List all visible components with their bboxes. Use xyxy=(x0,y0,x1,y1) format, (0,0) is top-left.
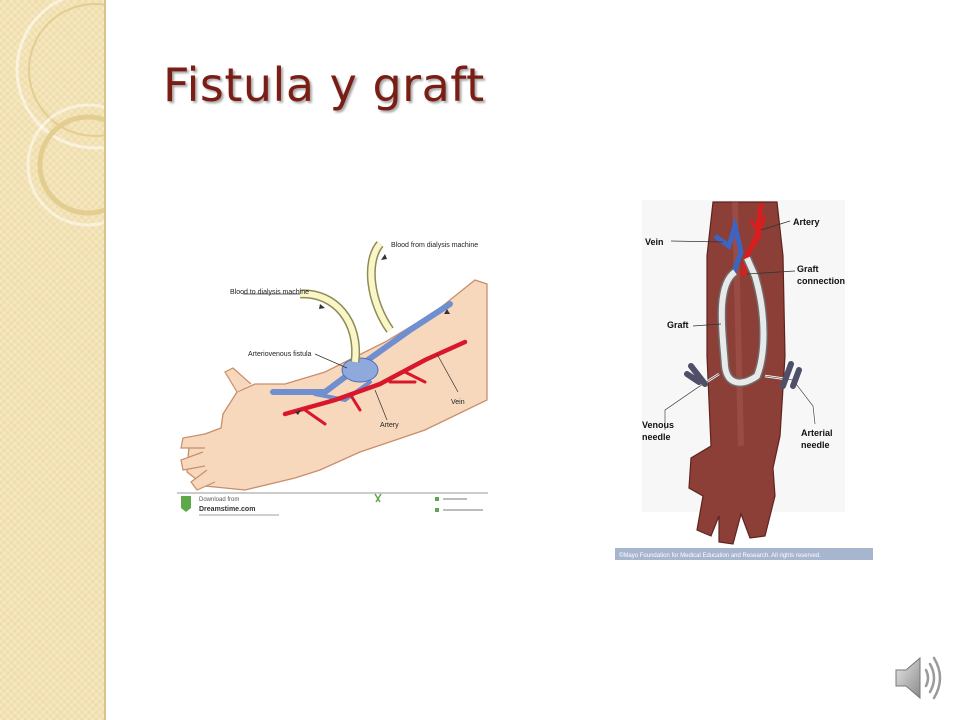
credit-bar xyxy=(615,548,873,560)
label-vein: Vein xyxy=(451,399,465,406)
graft-diagram: Vein Artery Graft connection Graft Venou… xyxy=(615,196,873,561)
label-graft-connection-line2: connection xyxy=(797,276,845,286)
label-arteriovenous-fistula: Arteriovenous fistula xyxy=(248,351,312,358)
label-graft-connection-line1: Graft xyxy=(797,264,819,274)
label-blood-from-machine: Blood from dialysis machine xyxy=(391,242,478,249)
label-arterial-needle-line1: Arterial xyxy=(801,428,833,438)
label-vein: Vein xyxy=(645,237,664,247)
label-artery: Artery xyxy=(380,422,399,429)
label-arterial-needle-line2: needle xyxy=(801,440,830,450)
label-artery: Artery xyxy=(793,217,820,227)
label-venous-needle-line2: needle xyxy=(642,432,671,442)
watermark-download-from: Download from xyxy=(199,497,239,503)
watermark-site: Dreamstime.com xyxy=(199,506,255,513)
label-venous-needle-line1: Venous xyxy=(642,420,674,430)
slide-title: Fistula y graft xyxy=(163,58,485,112)
dreamstime-logo-icon xyxy=(181,496,191,512)
fistula-diagram: Blood from dialysis machine Blood to dia… xyxy=(175,232,488,522)
label-graft: Graft xyxy=(667,320,689,330)
sidebar-decoration xyxy=(0,0,106,720)
speaker-icon[interactable] xyxy=(892,652,944,704)
credit-text: ©Mayo Foundation for Medical Education a… xyxy=(619,552,821,559)
sidebar-rings xyxy=(15,0,104,227)
label-blood-to-machine: Blood to dialysis machine xyxy=(230,289,309,296)
